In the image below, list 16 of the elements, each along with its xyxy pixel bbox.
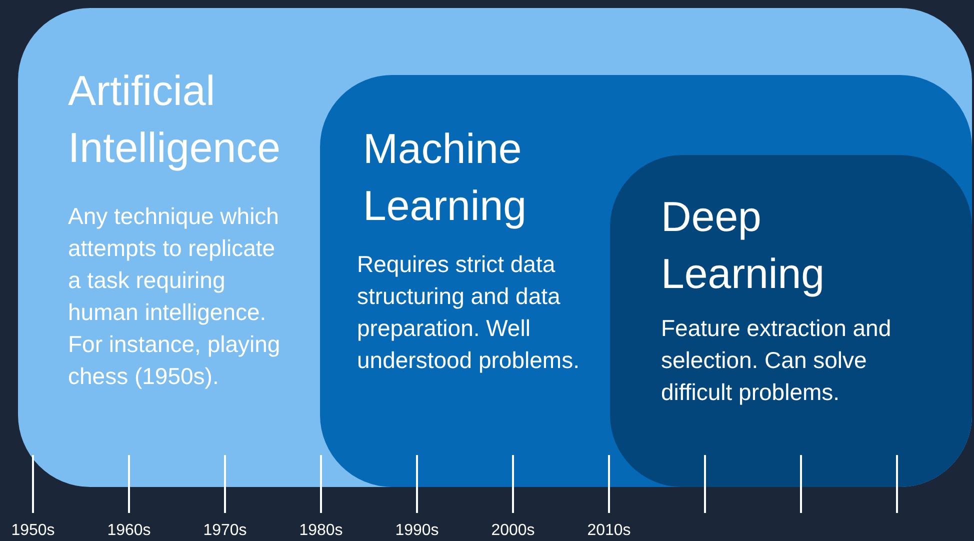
- panel-heading: Machine Learning: [363, 124, 528, 231]
- panel-heading: Deep Learning: [661, 192, 826, 299]
- decade-label: 1980s: [299, 522, 343, 540]
- panel-description: Requires strict data structuring and data preparation. Well understood problems.: [357, 250, 580, 375]
- decade-label: 1950s: [11, 522, 55, 540]
- decade-label: 1990s: [395, 522, 439, 540]
- rounded-panel: [610, 155, 972, 487]
- panel-description: Feature extraction and selection. Can solve difficult problems.: [661, 314, 892, 407]
- decade-label: 1960s: [107, 522, 151, 540]
- rounded-panel: [18, 8, 972, 487]
- decade-label: 2010s: [587, 522, 631, 540]
- panel-heading: Artificial Intelligence: [68, 66, 282, 173]
- rounded-panel: [320, 75, 972, 487]
- panel-description: Any technique which attempts to replicate a task requiring human intelligence. For instance, playing chess (1950s).: [68, 202, 282, 391]
- decade-label: 1970s: [203, 522, 247, 540]
- decade-label: 2000s: [491, 522, 535, 540]
